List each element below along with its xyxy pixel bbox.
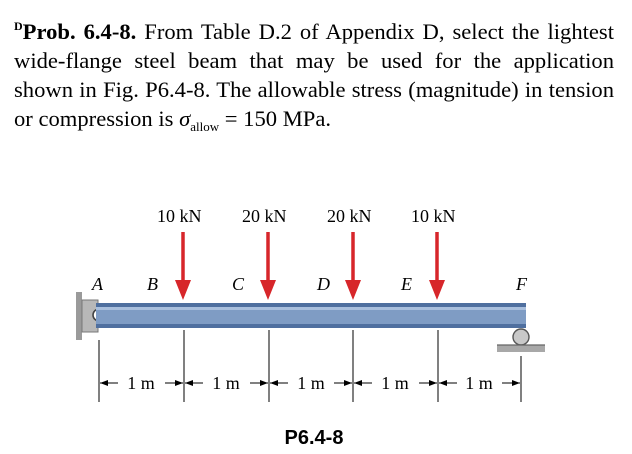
point-label-c: C — [232, 274, 245, 294]
span-label-ef: 1 m — [465, 373, 493, 393]
load-label-e: 10 kN — [411, 206, 456, 226]
load-label-d: 20 kN — [327, 206, 372, 226]
point-label-e: E — [400, 274, 412, 294]
roller-support-right — [497, 328, 545, 352]
load-arrow-d — [345, 232, 361, 300]
load-label-c: 20 kN — [242, 206, 287, 226]
sigma-symbol: σ — [179, 106, 191, 131]
point-label-a: A — [91, 274, 104, 294]
beam — [96, 303, 526, 328]
dimension-ticks — [98, 330, 522, 402]
load-arrow-e — [429, 232, 445, 300]
problem-number: Prob. 6.4-8. — [22, 19, 137, 44]
load-arrow-c — [260, 232, 276, 300]
load-label-b: 10 kN — [157, 206, 202, 226]
sigma-subscript: allow — [190, 119, 220, 134]
span-label-ab: 1 m — [127, 373, 155, 393]
problem-statement: DProb. 6.4-8. From Table D.2 of Appendix… — [14, 12, 614, 141]
point-label-d: D — [316, 274, 330, 294]
figure-caption: P6.4-8 — [285, 427, 344, 449]
problem-text-end: = 150 MPa. — [224, 106, 332, 131]
span-label-de: 1 m — [381, 373, 409, 393]
span-label-cd: 1 m — [297, 373, 325, 393]
span-label-bc: 1 m — [212, 373, 240, 393]
point-label-f: F — [515, 274, 528, 294]
difficulty-marker: D — [14, 19, 23, 33]
load-arrow-b — [175, 232, 191, 300]
problem-text: From Table D.2 of Appendix D, select the… — [14, 19, 614, 131]
point-label-b: B — [147, 274, 158, 294]
